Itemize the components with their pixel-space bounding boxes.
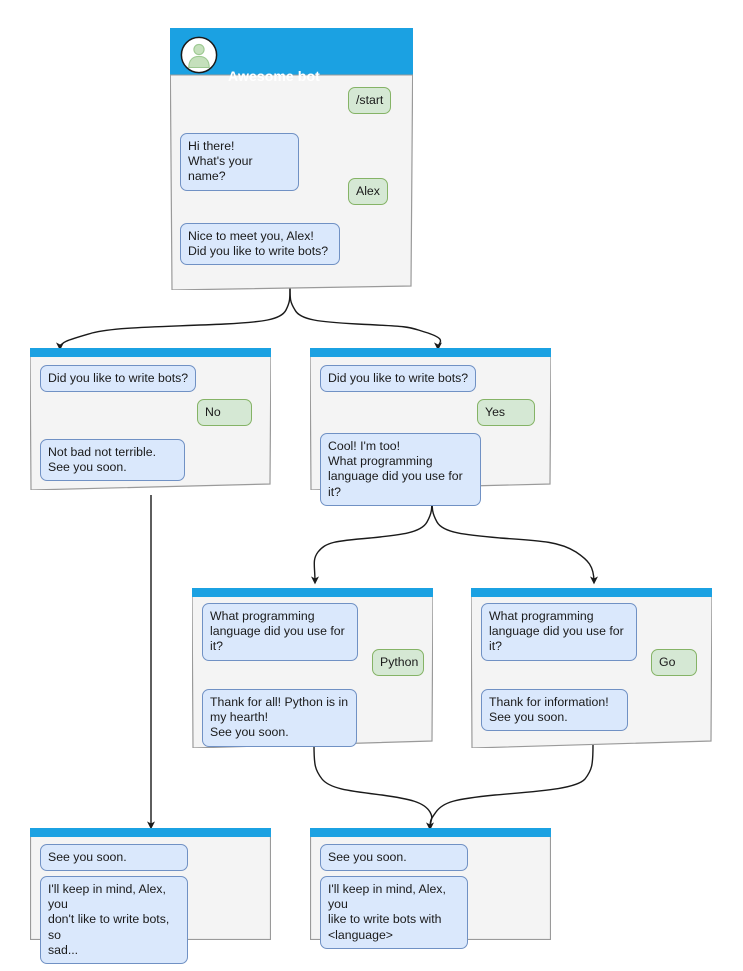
card-yes-branch[interactable]: Did you like to write bots? Yes Cool! I'… xyxy=(310,348,551,506)
connector-yes-to-python xyxy=(310,492,433,585)
card-end-sad[interactable]: See you soon. I'll keep in mind, Alex, y… xyxy=(30,828,271,965)
card-end-happy[interactable]: See you soon. I'll keep in mind, Alex, y… xyxy=(310,828,551,949)
card-root-title: Awesome bot xyxy=(228,68,320,84)
card-no-branch-body: Did you like to write bots? No Not bad n… xyxy=(30,357,271,490)
person-avatar-icon xyxy=(180,36,218,74)
card-python-branch[interactable]: What programming language did you use fo… xyxy=(192,588,433,748)
chat-bubble-user[interactable]: Yes xyxy=(477,399,535,427)
chat-bubble-bot[interactable]: Hi there! What's your name? xyxy=(180,133,299,191)
chat-bubble-user[interactable]: /start xyxy=(348,87,392,115)
card-root[interactable]: Awesome bot /start Hi there! What's your… xyxy=(170,28,413,290)
connector-go-to-end-happy xyxy=(429,744,594,829)
chat-bubble-bot[interactable]: Did you like to write bots? xyxy=(40,365,197,393)
card-python-branch-body: What programming language did you use fo… xyxy=(192,597,433,748)
chat-bubble-bot[interactable]: What programming language did you use fo… xyxy=(481,603,637,661)
chat-bubble-bot[interactable]: I'll keep in mind, Alex, you like to wri… xyxy=(320,876,468,949)
chat-bubble-bot[interactable]: I'll keep in mind, Alex, you don't like … xyxy=(40,876,188,965)
chat-bubble-bot[interactable]: Cool! I'm too! What programming language… xyxy=(320,433,481,506)
chat-bubble-bot[interactable]: See you soon. xyxy=(320,844,468,872)
chat-bubble-bot[interactable]: Not bad not terrible. See you soon. xyxy=(40,439,185,482)
chat-bubble-bot[interactable]: Did you like to write bots? xyxy=(320,365,477,393)
card-go-branch-body: What programming language did you use fo… xyxy=(471,597,712,748)
chat-bubble-bot[interactable]: Nice to meet you, Alex! Did you like to … xyxy=(180,223,340,266)
card-no-branch[interactable]: Did you like to write bots? No Not bad n… xyxy=(30,348,271,490)
chat-bubble-user[interactable]: No xyxy=(197,399,252,427)
card-go-branch[interactable]: What programming language did you use fo… xyxy=(471,588,712,748)
card-end-happy-body: See you soon. I'll keep in mind, Alex, y… xyxy=(310,837,551,949)
chat-bubble-user[interactable]: Go xyxy=(651,649,697,677)
chat-bubble-bot[interactable]: See you soon. xyxy=(40,844,188,872)
card-yes-branch-body: Did you like to write bots? Yes Cool! I'… xyxy=(310,357,551,506)
connector-root-to-no xyxy=(56,283,291,351)
chat-bubble-bot[interactable]: Thank for information! See you soon. xyxy=(481,689,628,732)
chat-bubble-user[interactable]: Python xyxy=(372,649,424,677)
connector-python-to-end-happy xyxy=(313,744,435,831)
connector-yes-to-go xyxy=(431,492,598,585)
card-root-body: /start Hi there! What's your name? Alex … xyxy=(170,75,413,290)
chat-bubble-bot[interactable]: What programming language did you use fo… xyxy=(202,603,358,661)
chat-bubble-bot[interactable]: Thank for all! Python is in my hearth! S… xyxy=(202,689,357,747)
chat-bubble-user[interactable]: Alex xyxy=(348,178,388,206)
connector-root-to-yes xyxy=(289,283,443,351)
avatar xyxy=(180,36,218,74)
card-end-sad-body: See you soon. I'll keep in mind, Alex, y… xyxy=(30,837,271,965)
